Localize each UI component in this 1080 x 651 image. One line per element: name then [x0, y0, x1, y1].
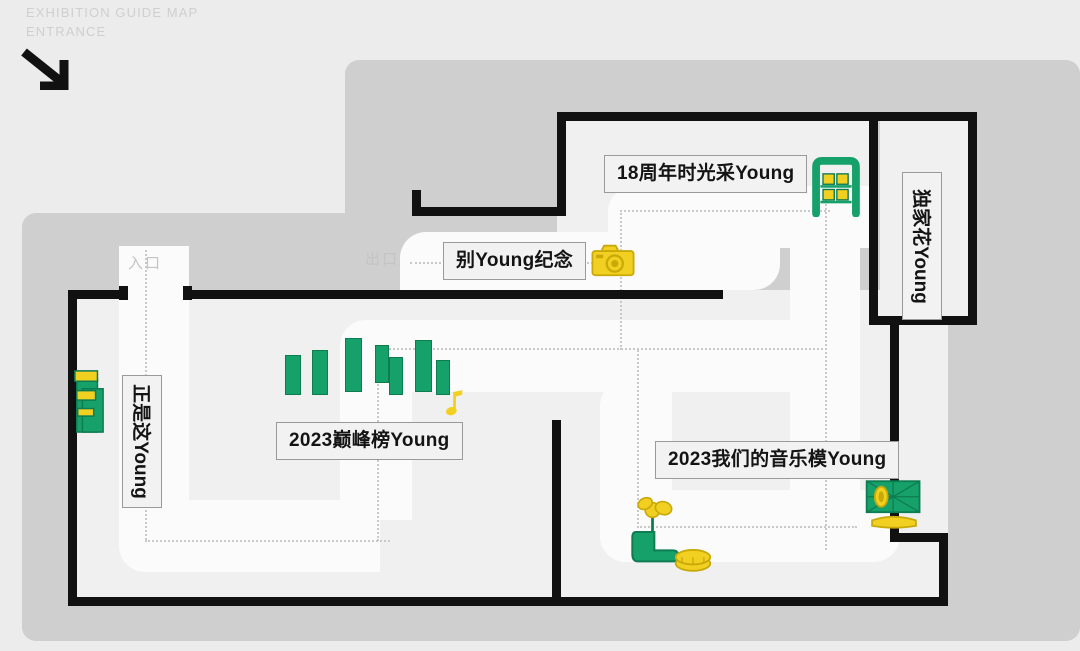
boot-with-flower-icon: [631, 496, 680, 563]
wall-right-outer: [968, 112, 977, 325]
equalizer-bar: [389, 357, 403, 395]
wall-top-divider: [869, 112, 878, 212]
path-dot-mid: [377, 348, 827, 350]
path-dot-right: [825, 200, 827, 550]
equalizer-bar: [436, 360, 450, 395]
wall-top-room-top: [557, 112, 977, 121]
treasure-crate-icon: [865, 480, 921, 529]
coin-stack-icon: [674, 549, 712, 572]
entrance-marker: 入口: [128, 255, 163, 272]
path-dot-top-riser: [620, 210, 622, 350]
path-dot-lower-link: [637, 350, 639, 528]
equalizer-bar: [285, 355, 301, 395]
wall-top-room-drop: [412, 190, 421, 216]
wall-top-room-bottom-left: [412, 207, 566, 216]
wall-main-right-upper: [890, 325, 899, 538]
wall-main-top-mid: [183, 290, 723, 299]
zone-label-exclusive-text: 独家花Young: [909, 188, 931, 304]
equalizer-bar: [345, 338, 362, 392]
wall-main-entrance-gap-left: [119, 286, 128, 300]
arrow-down-right-icon: [21, 48, 69, 90]
path-dot-lower-right: [637, 526, 857, 528]
zone-label-souvenir[interactable]: 别Young纪念: [443, 242, 587, 280]
path-dot-top: [620, 210, 830, 212]
zone-label-peak2023[interactable]: 2023巅峰榜Young: [276, 422, 463, 460]
equalizer-bar: [415, 340, 432, 392]
zone-label-music2023[interactable]: 2023我们的音乐模Young: [655, 441, 900, 479]
music-note-icon: [446, 390, 463, 416]
wall-top-room-left: [557, 112, 566, 216]
wall-main-inner-divider: [552, 420, 561, 606]
wall-right-room-bottom: [869, 316, 977, 325]
wall-right-room-left: [869, 212, 878, 325]
zone-label-thisyoung[interactable]: 正是这Young: [122, 375, 162, 508]
path-dot-bottom-left: [145, 540, 390, 542]
wall-main-top-left: [68, 290, 128, 299]
wall-main-right-step: [890, 533, 948, 542]
zone-label-18th[interactable]: 18周年时光采Young: [604, 155, 808, 193]
wall-main-right-lower: [939, 533, 948, 606]
zone-label-exclusive[interactable]: 独家花Young: [902, 172, 942, 320]
equalizer-bar: [375, 345, 389, 383]
wall-main-left: [68, 290, 77, 606]
page-title: EXHIBITION GUIDE MAP: [26, 5, 199, 20]
camera-icon: [591, 244, 635, 277]
bookshelf-icon: [74, 370, 104, 433]
entrance-subtitle: ENTRANCE: [26, 24, 107, 39]
equalizer-bar: [312, 350, 328, 395]
zone-label-thisyoung-text: 正是这Young: [129, 384, 151, 499]
wall-main-bottom: [68, 597, 948, 606]
shelf-arch-icon: [812, 156, 860, 217]
exit-marker: 出口: [365, 251, 400, 268]
